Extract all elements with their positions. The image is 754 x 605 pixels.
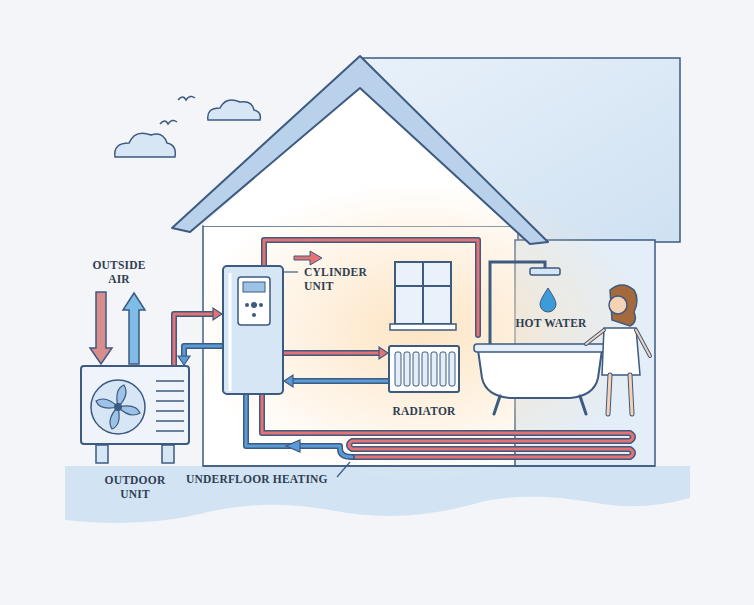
pipe-connector <box>284 347 388 359</box>
outdoor-unit: OUTDOOR UNIT <box>80 365 190 445</box>
radiator: RADIATOR <box>388 345 460 393</box>
water-label: HOT WATER <box>514 316 588 330</box>
pipe-connector <box>174 308 222 365</box>
air-label: OUTSIDE AIR <box>88 258 150 286</box>
part-label: RADIATOR <box>384 404 464 418</box>
part-label: OUTDOOR UNIT <box>104 473 166 501</box>
pipe-connector <box>178 346 222 365</box>
heating-label: UNDERFLOOR HEATING <box>186 472 336 486</box>
pipe-connector <box>284 375 388 387</box>
cylinder-unit: CYLINDER UNIT <box>222 265 284 395</box>
part-label: CYLINDER UNIT <box>304 265 376 293</box>
